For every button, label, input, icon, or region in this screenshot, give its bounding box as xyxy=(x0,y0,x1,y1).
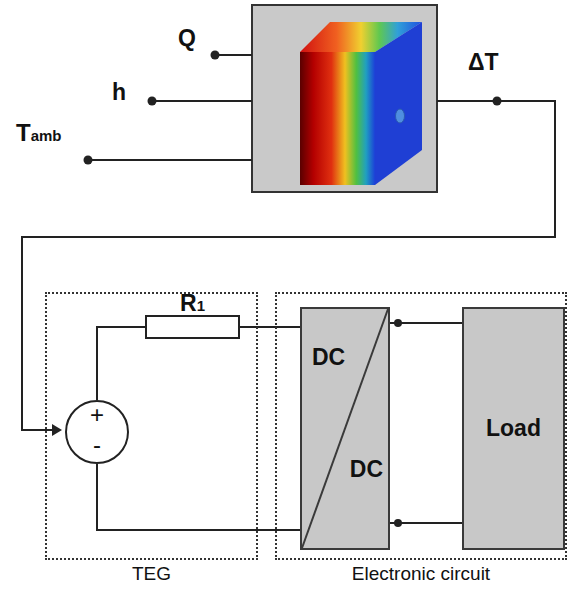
dc-dc-converter: DC DC xyxy=(300,307,390,550)
circuit-wire xyxy=(97,327,145,400)
model-block xyxy=(252,5,437,192)
group-title: TEG xyxy=(47,564,256,585)
resistor-label: R1 xyxy=(147,291,238,316)
circuit-wire xyxy=(390,322,462,324)
cube-front xyxy=(300,52,375,185)
resistor-symbol: R1 xyxy=(145,315,240,339)
load-box: Load xyxy=(462,307,565,550)
terminal-dots xyxy=(84,51,502,528)
circuit-wire xyxy=(97,464,300,530)
teg-dashed-box: TEG+-R1 xyxy=(45,292,258,560)
cube-side xyxy=(375,22,422,185)
cube-hole xyxy=(396,109,405,123)
circuit-wire xyxy=(390,522,462,524)
polarity-sign: - xyxy=(65,433,129,457)
signal-label: ΔT xyxy=(468,50,499,75)
circuit-dashed-box: Electronic circuitDCDCLoad xyxy=(275,292,567,560)
signal-label: Q xyxy=(178,26,196,51)
group-title: Electronic circuit xyxy=(277,564,565,585)
converter-label: DC xyxy=(350,457,383,482)
load-label: Load xyxy=(464,416,563,441)
converter-label: DC xyxy=(312,345,345,370)
circuit-wire xyxy=(240,326,300,328)
voltage-source: +- xyxy=(65,400,129,464)
polarity-sign: + xyxy=(65,403,129,427)
signal-label: Tamb xyxy=(16,120,62,146)
signal-arrowhead xyxy=(52,424,62,436)
signal-label: h xyxy=(112,80,126,105)
